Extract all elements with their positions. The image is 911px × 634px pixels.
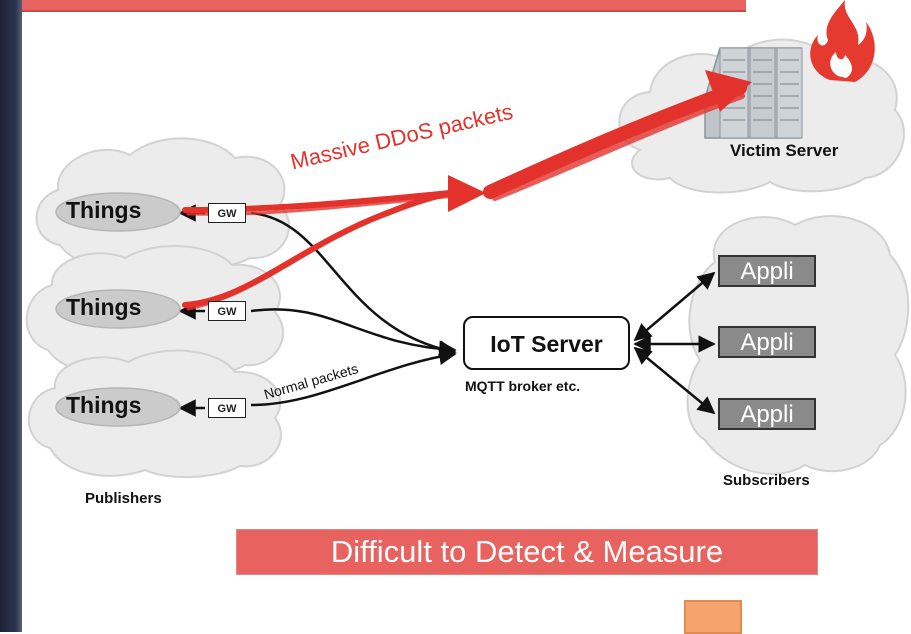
things-ellipses [55, 192, 181, 427]
link-gw2-iot [250, 308, 457, 358]
link-gw1-iot [250, 211, 457, 358]
subscribers-label: Subscribers [723, 472, 810, 489]
title-banner-remnant [22, 0, 746, 12]
things-label-2: Things [66, 294, 142, 320]
ddos-arrowheads [448, 70, 752, 212]
gateway-box-3: GW [208, 398, 246, 418]
victim-server-label: Victim Server [730, 141, 839, 160]
subscriber-links [633, 271, 716, 415]
slide-edge [0, 0, 22, 632]
things-label-1: Things [66, 197, 142, 223]
link-iot-appli3 [633, 346, 716, 415]
appli-box-1: Appli [718, 255, 816, 287]
gateway-box-1: GW [208, 203, 246, 223]
ddos-arrows [182, 81, 747, 311]
iot-server-box: IoT Server [463, 316, 630, 370]
link-iot-appli1 [633, 271, 716, 342]
appli-box-2: Appli [718, 326, 816, 358]
publishers-label: Publishers [85, 490, 162, 507]
difficulty-banner: Difficult to Detect & Measure [236, 529, 818, 575]
link-gw3-iot [250, 347, 457, 407]
normal-links [250, 211, 457, 407]
gateway-box-2: GW [208, 301, 246, 321]
flame-icon [810, 0, 875, 82]
things-label-3: Things [66, 392, 142, 418]
iot-server-caption: MQTT broker etc. [465, 378, 581, 394]
orange-box [684, 600, 742, 634]
appli-box-3: Appli [718, 398, 816, 430]
